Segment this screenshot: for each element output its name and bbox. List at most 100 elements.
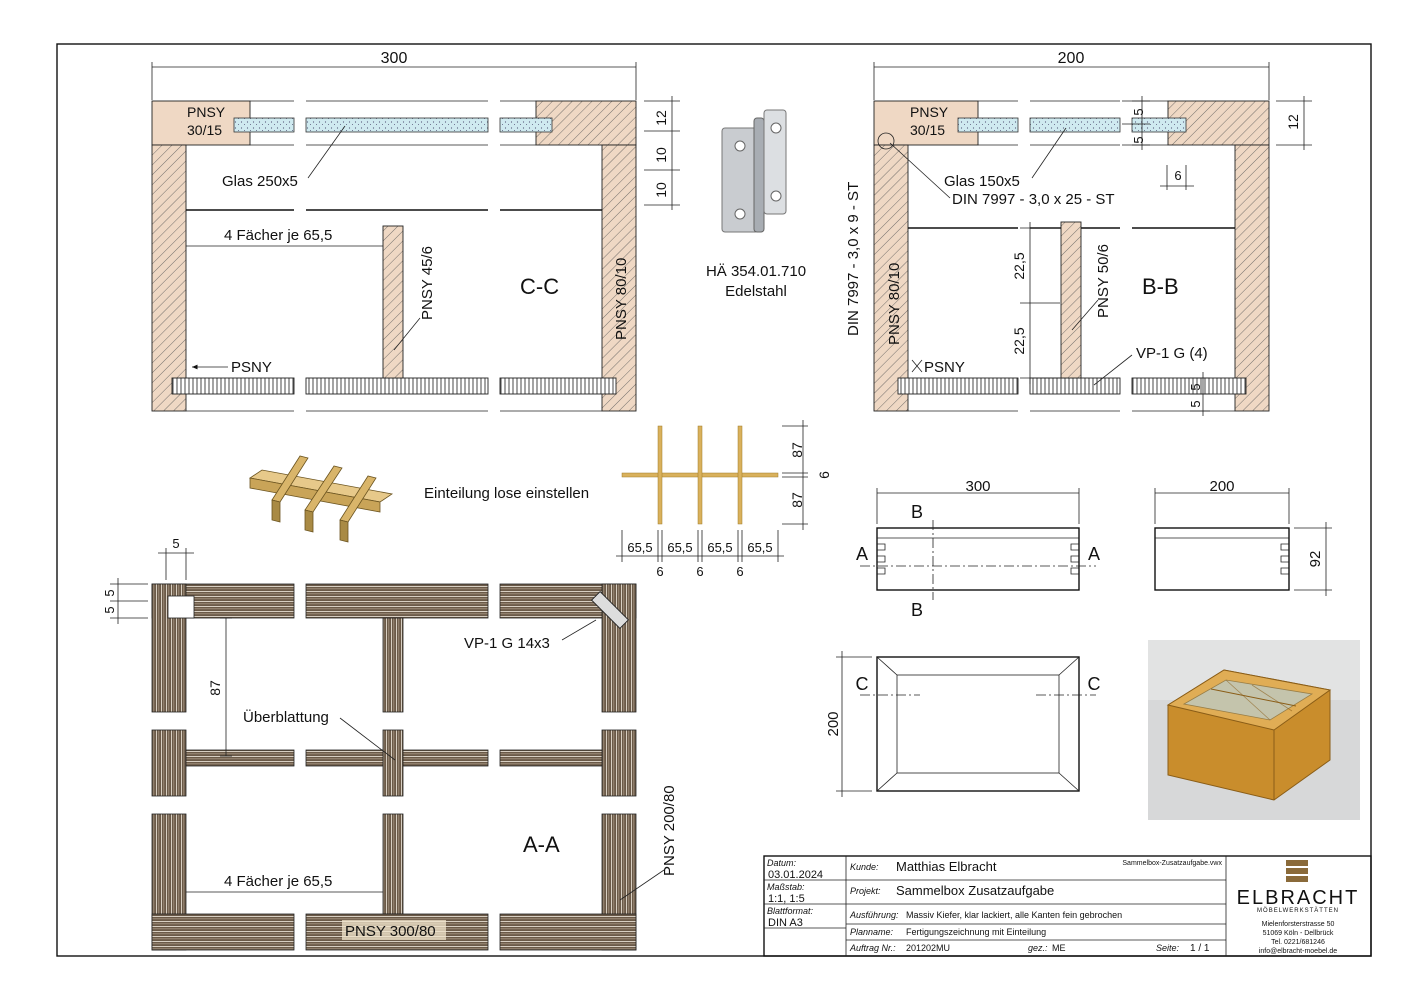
- bb-dim-22a: 22,5: [1011, 252, 1027, 279]
- aa-dim-55a: 5: [102, 589, 117, 596]
- tb-plan-label: Planname:: [850, 927, 894, 937]
- tb-filename: Sammelbox-Zusatzaufgabe.vwx: [1122, 860, 1222, 867]
- divider-dim-h4: 65,5: [747, 540, 772, 555]
- bb-dim-12: 12: [1285, 114, 1301, 130]
- hinge-leaf-right: [763, 109, 787, 215]
- company-city: 51069 Köln - Dellbrück: [1263, 930, 1334, 937]
- front-mark-b-bottom: B: [911, 600, 923, 620]
- cc-section-label: C-C: [520, 274, 559, 299]
- product-render-image: [1148, 640, 1360, 820]
- divider-iso-view: [248, 455, 394, 543]
- top-mark-c-right: C: [1088, 674, 1101, 694]
- cc-divider-label: PNSY 45/6: [419, 246, 436, 320]
- divider-dim-gap3: 6: [736, 564, 743, 579]
- bb-width-dim: 200: [1058, 50, 1085, 67]
- bb-bottom-right: [1131, 377, 1247, 395]
- bb-psny-label: PSNY: [924, 359, 965, 376]
- cc-dim-10a: 10: [653, 147, 669, 163]
- aa-dim-55b: 5: [102, 606, 117, 613]
- bb-glass-left: [957, 117, 1019, 133]
- tb-drawn-label: gez.:: [1028, 943, 1048, 953]
- front-width-dim: 300: [965, 478, 990, 495]
- bb-side-label: PNSY 80/10: [886, 263, 903, 345]
- hinge-pin: [753, 117, 765, 233]
- bb-vp-label: VP-1 G (4): [1136, 345, 1208, 362]
- cc-side-label: PNSY 80/10: [613, 258, 630, 340]
- top-view: C C 200: [825, 651, 1101, 797]
- front-mark-a-right: A: [1088, 544, 1100, 564]
- bb-bottom-left: [897, 377, 1019, 395]
- title-block: Datum: 03.01.2024 Maßstab: 1:1, 1:5 Blat…: [763, 855, 1372, 957]
- tb-project-label: Projekt:: [850, 886, 881, 896]
- front-mark-a-left: A: [856, 544, 868, 564]
- tb-execution-value: Massiv Kiefer, klar lackiert, alle Kante…: [906, 910, 1122, 920]
- cc-divider: [382, 225, 404, 379]
- section-aa-view: 5 5 5 87 VP-1 G 14x3 Überblattung A-A PN…: [102, 536, 678, 951]
- cc-glass-label: Glas 250x5: [222, 173, 298, 190]
- bb-divider-label: PNSY 50/6: [1095, 244, 1112, 318]
- tb-format-label: Blattformat:: [767, 906, 814, 916]
- tb-date-label: Datum:: [767, 858, 797, 868]
- divider-dim-h2: 65,5: [667, 540, 692, 555]
- tb-order-value: 201202MU: [906, 943, 950, 953]
- bb-pnsy-top-label: PNSY: [910, 104, 949, 120]
- tb-page-value: 1 / 1: [1190, 943, 1210, 954]
- bb-glass-label: Glas 150x5: [944, 173, 1020, 190]
- divider-dim-6v: 6: [816, 471, 832, 479]
- section-bb-view: 200 PNSY 30/15 5 5 12 6 Glas 150x5 DIN: [845, 50, 1312, 416]
- tb-page-label: Seite:: [1156, 943, 1180, 953]
- divider-dim-gap1: 6: [656, 564, 663, 579]
- bb-pnsy-top-size: 30/15: [910, 122, 945, 138]
- divider-dim-h3: 65,5: [707, 540, 732, 555]
- aa-section-label: A-A: [523, 832, 560, 857]
- top-box-outline: [876, 656, 1080, 792]
- cc-glass-mid: [305, 117, 489, 133]
- cc-glass-left: [233, 117, 295, 133]
- tb-customer-label: Kunde:: [850, 862, 879, 872]
- cc-pnsy-top-label: PNSY: [187, 104, 226, 120]
- divider-dim-gap2: 6: [696, 564, 703, 579]
- divider-plan-view: 87 6 87 65,5 65,5 65,5 65,5 6 6 6: [616, 420, 832, 579]
- side-width-dim: 200: [1209, 478, 1234, 495]
- bb-section-label: B-B: [1142, 274, 1179, 299]
- divider-note: Einteilung lose einstellen: [424, 485, 589, 502]
- bb-dim-22b: 22,5: [1011, 327, 1027, 354]
- tb-order-label: Auftrag Nr.:: [849, 943, 896, 953]
- front-box-outline: [876, 527, 1080, 591]
- tb-project-value: Sammelbox Zusatzaufgabe: [896, 883, 1054, 898]
- tb-date-value: 03.01.2024: [768, 869, 823, 881]
- hinge-view: HÄ 354.01.710 Edelstahl: [706, 109, 806, 300]
- divider-dim-87b: 87: [789, 492, 805, 508]
- cc-dim-10b: 10: [653, 182, 669, 198]
- bb-divider: [1060, 221, 1082, 379]
- cc-bottom-mid: [305, 377, 489, 395]
- company-email: info@elbracht-moebel.de: [1259, 948, 1337, 955]
- bb-dim-6: 6: [1174, 168, 1181, 183]
- bb-screw1-label: DIN 7997 - 3,0 x 25 - ST: [952, 191, 1115, 208]
- tb-execution-label: Ausführung:: [849, 910, 899, 920]
- tb-customer-value: Matthias Elbracht: [896, 859, 997, 874]
- divider-dim-87a: 87: [789, 442, 805, 458]
- side-view: 200 92: [1154, 478, 1332, 596]
- aa-overlap-label: Überblattung: [243, 708, 329, 726]
- bb-glass-mid: [1029, 117, 1121, 133]
- cc-right-side: [601, 144, 637, 412]
- aa-side-label: PNSY 200/80: [661, 785, 678, 876]
- aa-dim-5: 5: [172, 536, 179, 551]
- company-logo-icon: [1286, 860, 1308, 882]
- bb-top-left-frame: [873, 100, 979, 146]
- cc-top-right-frame: [535, 100, 637, 146]
- top-mark-c-left: C: [856, 674, 869, 694]
- tb-format-value: DIN A3: [768, 917, 803, 929]
- hinge-label-material: Edelstahl: [725, 283, 787, 300]
- cc-dim-12: 12: [653, 110, 669, 126]
- tb-plan-value: Fertigungszeichnung mit Einteilung: [906, 927, 1046, 937]
- tb-scale-value: 1:1, 1:5: [768, 893, 805, 905]
- bb-dim-5d: 5: [1188, 400, 1203, 407]
- bb-right-side: [1234, 144, 1270, 412]
- company-street: Mielenforsterstrasse 50: [1262, 921, 1335, 928]
- company-name: ELBRACHT: [1237, 887, 1360, 909]
- cc-compartments-label: 4 Fächer je 65,5: [224, 227, 332, 244]
- bb-left-side: [873, 144, 909, 412]
